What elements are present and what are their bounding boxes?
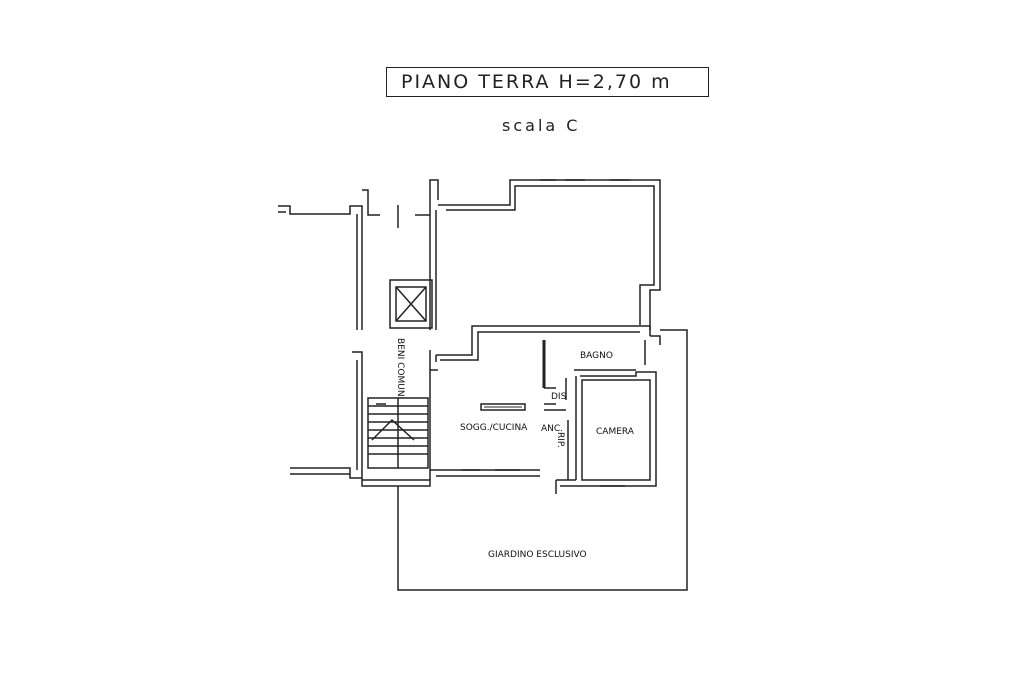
kitchen-counter bbox=[480, 403, 526, 411]
room-label-soggiorno-cucina: SOGG./CUCINA bbox=[460, 423, 528, 433]
garden-outline bbox=[397, 329, 688, 591]
room-label-beni-comuni: BENI COMUNI bbox=[395, 338, 405, 399]
room-label-anc: ANC. bbox=[541, 424, 563, 434]
room-label-camera: CAMERA bbox=[596, 427, 635, 437]
left-lower-walls bbox=[290, 467, 431, 487]
apartment-walls bbox=[430, 325, 661, 477]
plan-subtitle: scala C bbox=[502, 116, 581, 135]
upper-unit-walls bbox=[438, 179, 661, 330]
room-label-bagno: BAGNO bbox=[580, 351, 613, 361]
room-label-ripostiglio: RIP. bbox=[555, 432, 565, 448]
elevator-shaft bbox=[389, 279, 433, 329]
plan-title-box: PIANO TERRA H=2,70 m bbox=[386, 67, 709, 97]
partition-walls bbox=[542, 340, 657, 494]
room-label-giardino: GIARDINO ESCLUSIVO bbox=[488, 550, 587, 560]
room-label-dis: DIS bbox=[551, 392, 567, 402]
plan-title: PIANO TERRA H=2,70 m bbox=[401, 71, 672, 93]
left-wing-walls bbox=[278, 179, 439, 330]
stairwell bbox=[352, 350, 438, 480]
